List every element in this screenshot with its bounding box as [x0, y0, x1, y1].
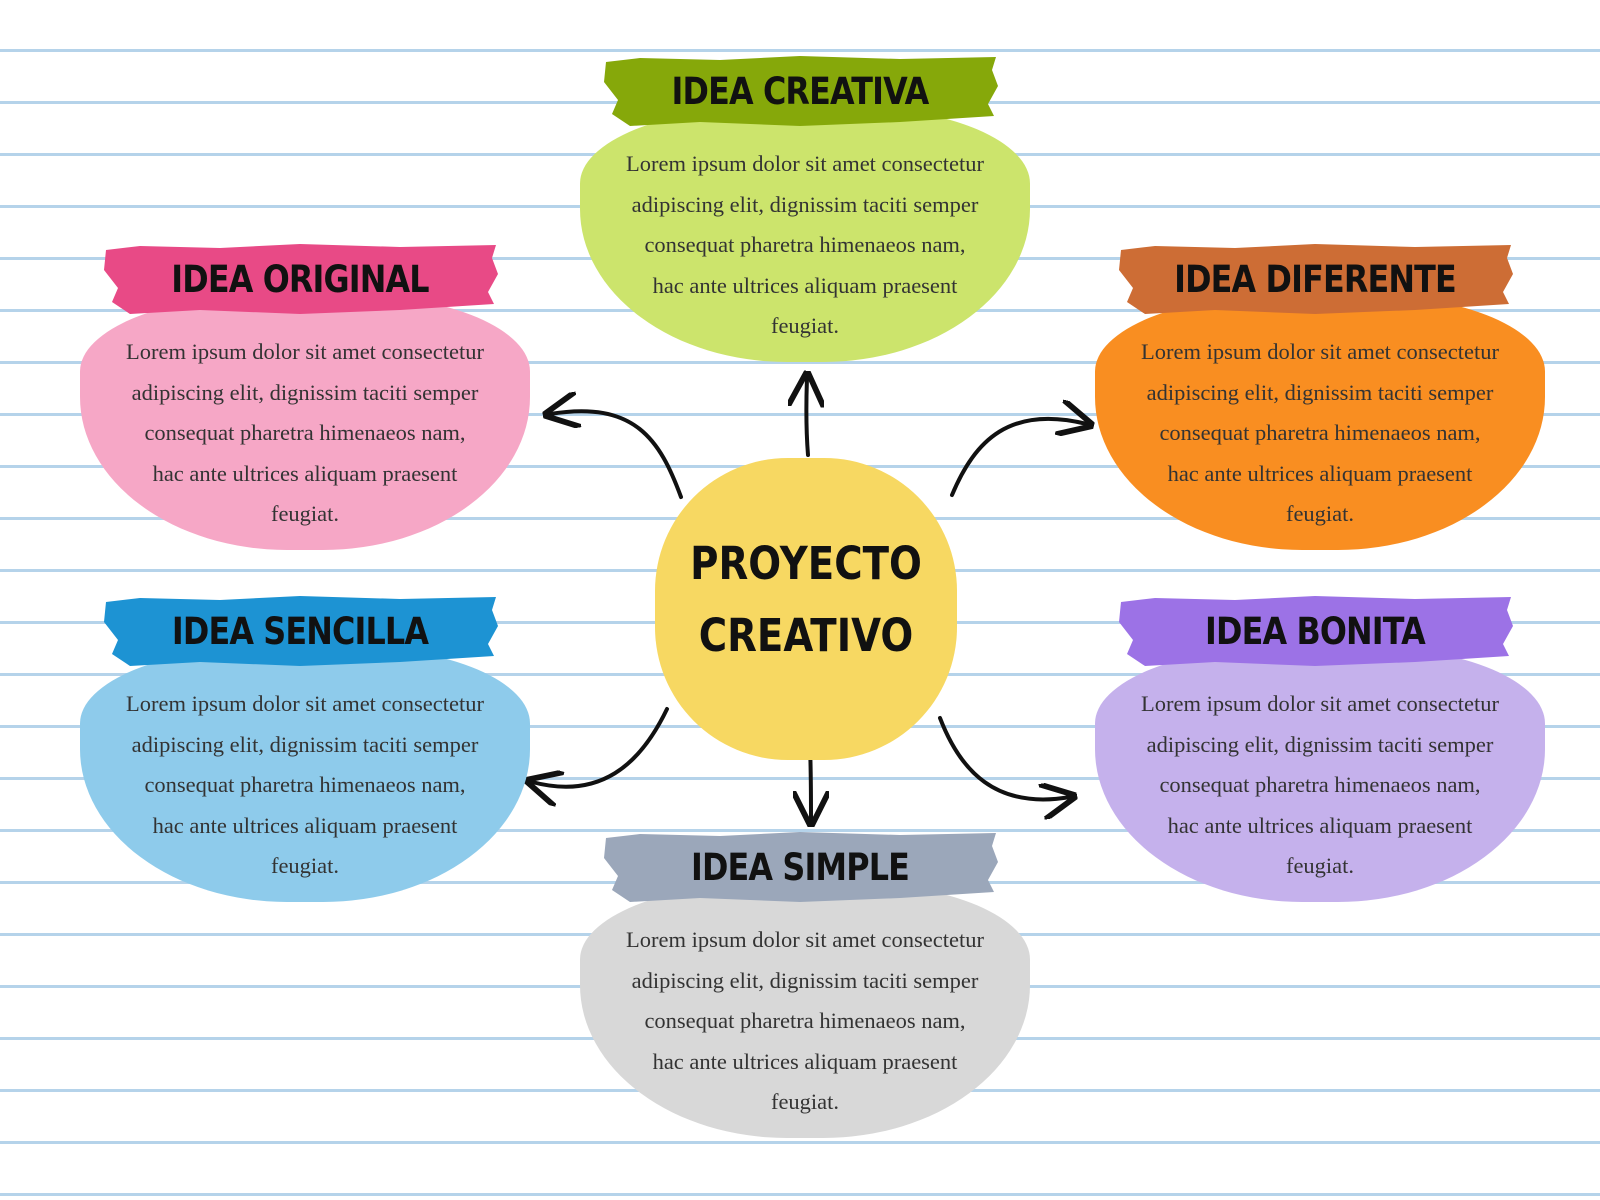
- idea-card-original: IDEA ORIGINAL Lorem ipsum dolor sit amet…: [80, 240, 530, 550]
- idea-title: IDEA BONITA: [1205, 609, 1426, 653]
- arrow-to-idea-creativa: [806, 378, 808, 457]
- brush-header: [100, 240, 500, 318]
- idea-title: IDEA SIMPLE: [690, 845, 910, 889]
- idea-card-bonita: IDEA BONITA Lorem ipsum dolor sit amet c…: [1095, 592, 1545, 902]
- idea-title: IDEA ORIGINAL: [171, 257, 429, 301]
- idea-card-simple: IDEA SIMPLE Lorem ipsum dolor sit amet c…: [580, 828, 1030, 1138]
- central-topic-label: PROYECTO CREATIVO: [690, 537, 922, 662]
- brush-header: [1115, 240, 1515, 318]
- brush-header: [100, 592, 500, 670]
- brush-header: [1115, 592, 1515, 670]
- idea-title: IDEA SENCILLA: [171, 609, 429, 653]
- idea-card-body: [580, 883, 1030, 1138]
- idea-card-diferente: IDEA DIFERENTE Lorem ipsum dolor sit ame…: [1095, 240, 1545, 550]
- idea-card-creativa: IDEA CREATIVA Lorem ipsum dolor sit amet…: [580, 52, 1030, 362]
- idea-card-body: [1095, 295, 1545, 550]
- brush-header: [600, 828, 1000, 906]
- idea-title: IDEA DIFERENTE: [1174, 257, 1457, 301]
- brush-header: [600, 52, 1000, 130]
- arrow-to-idea-sencilla: [532, 707, 669, 787]
- idea-title: IDEA CREATIVA: [671, 69, 930, 113]
- central-topic: PROYECTO CREATIVO: [655, 458, 957, 760]
- idea-card-body: [580, 107, 1030, 362]
- idea-card-body: [80, 295, 530, 550]
- arrow-to-idea-diferente: [950, 419, 1087, 497]
- idea-card-body: [1095, 647, 1545, 902]
- arrow-to-idea-bonita: [938, 716, 1070, 799]
- idea-card-body: [80, 647, 530, 902]
- idea-card-sencilla: IDEA SENCILLA Lorem ipsum dolor sit amet…: [80, 592, 530, 902]
- arrow-to-idea-original: [550, 411, 683, 499]
